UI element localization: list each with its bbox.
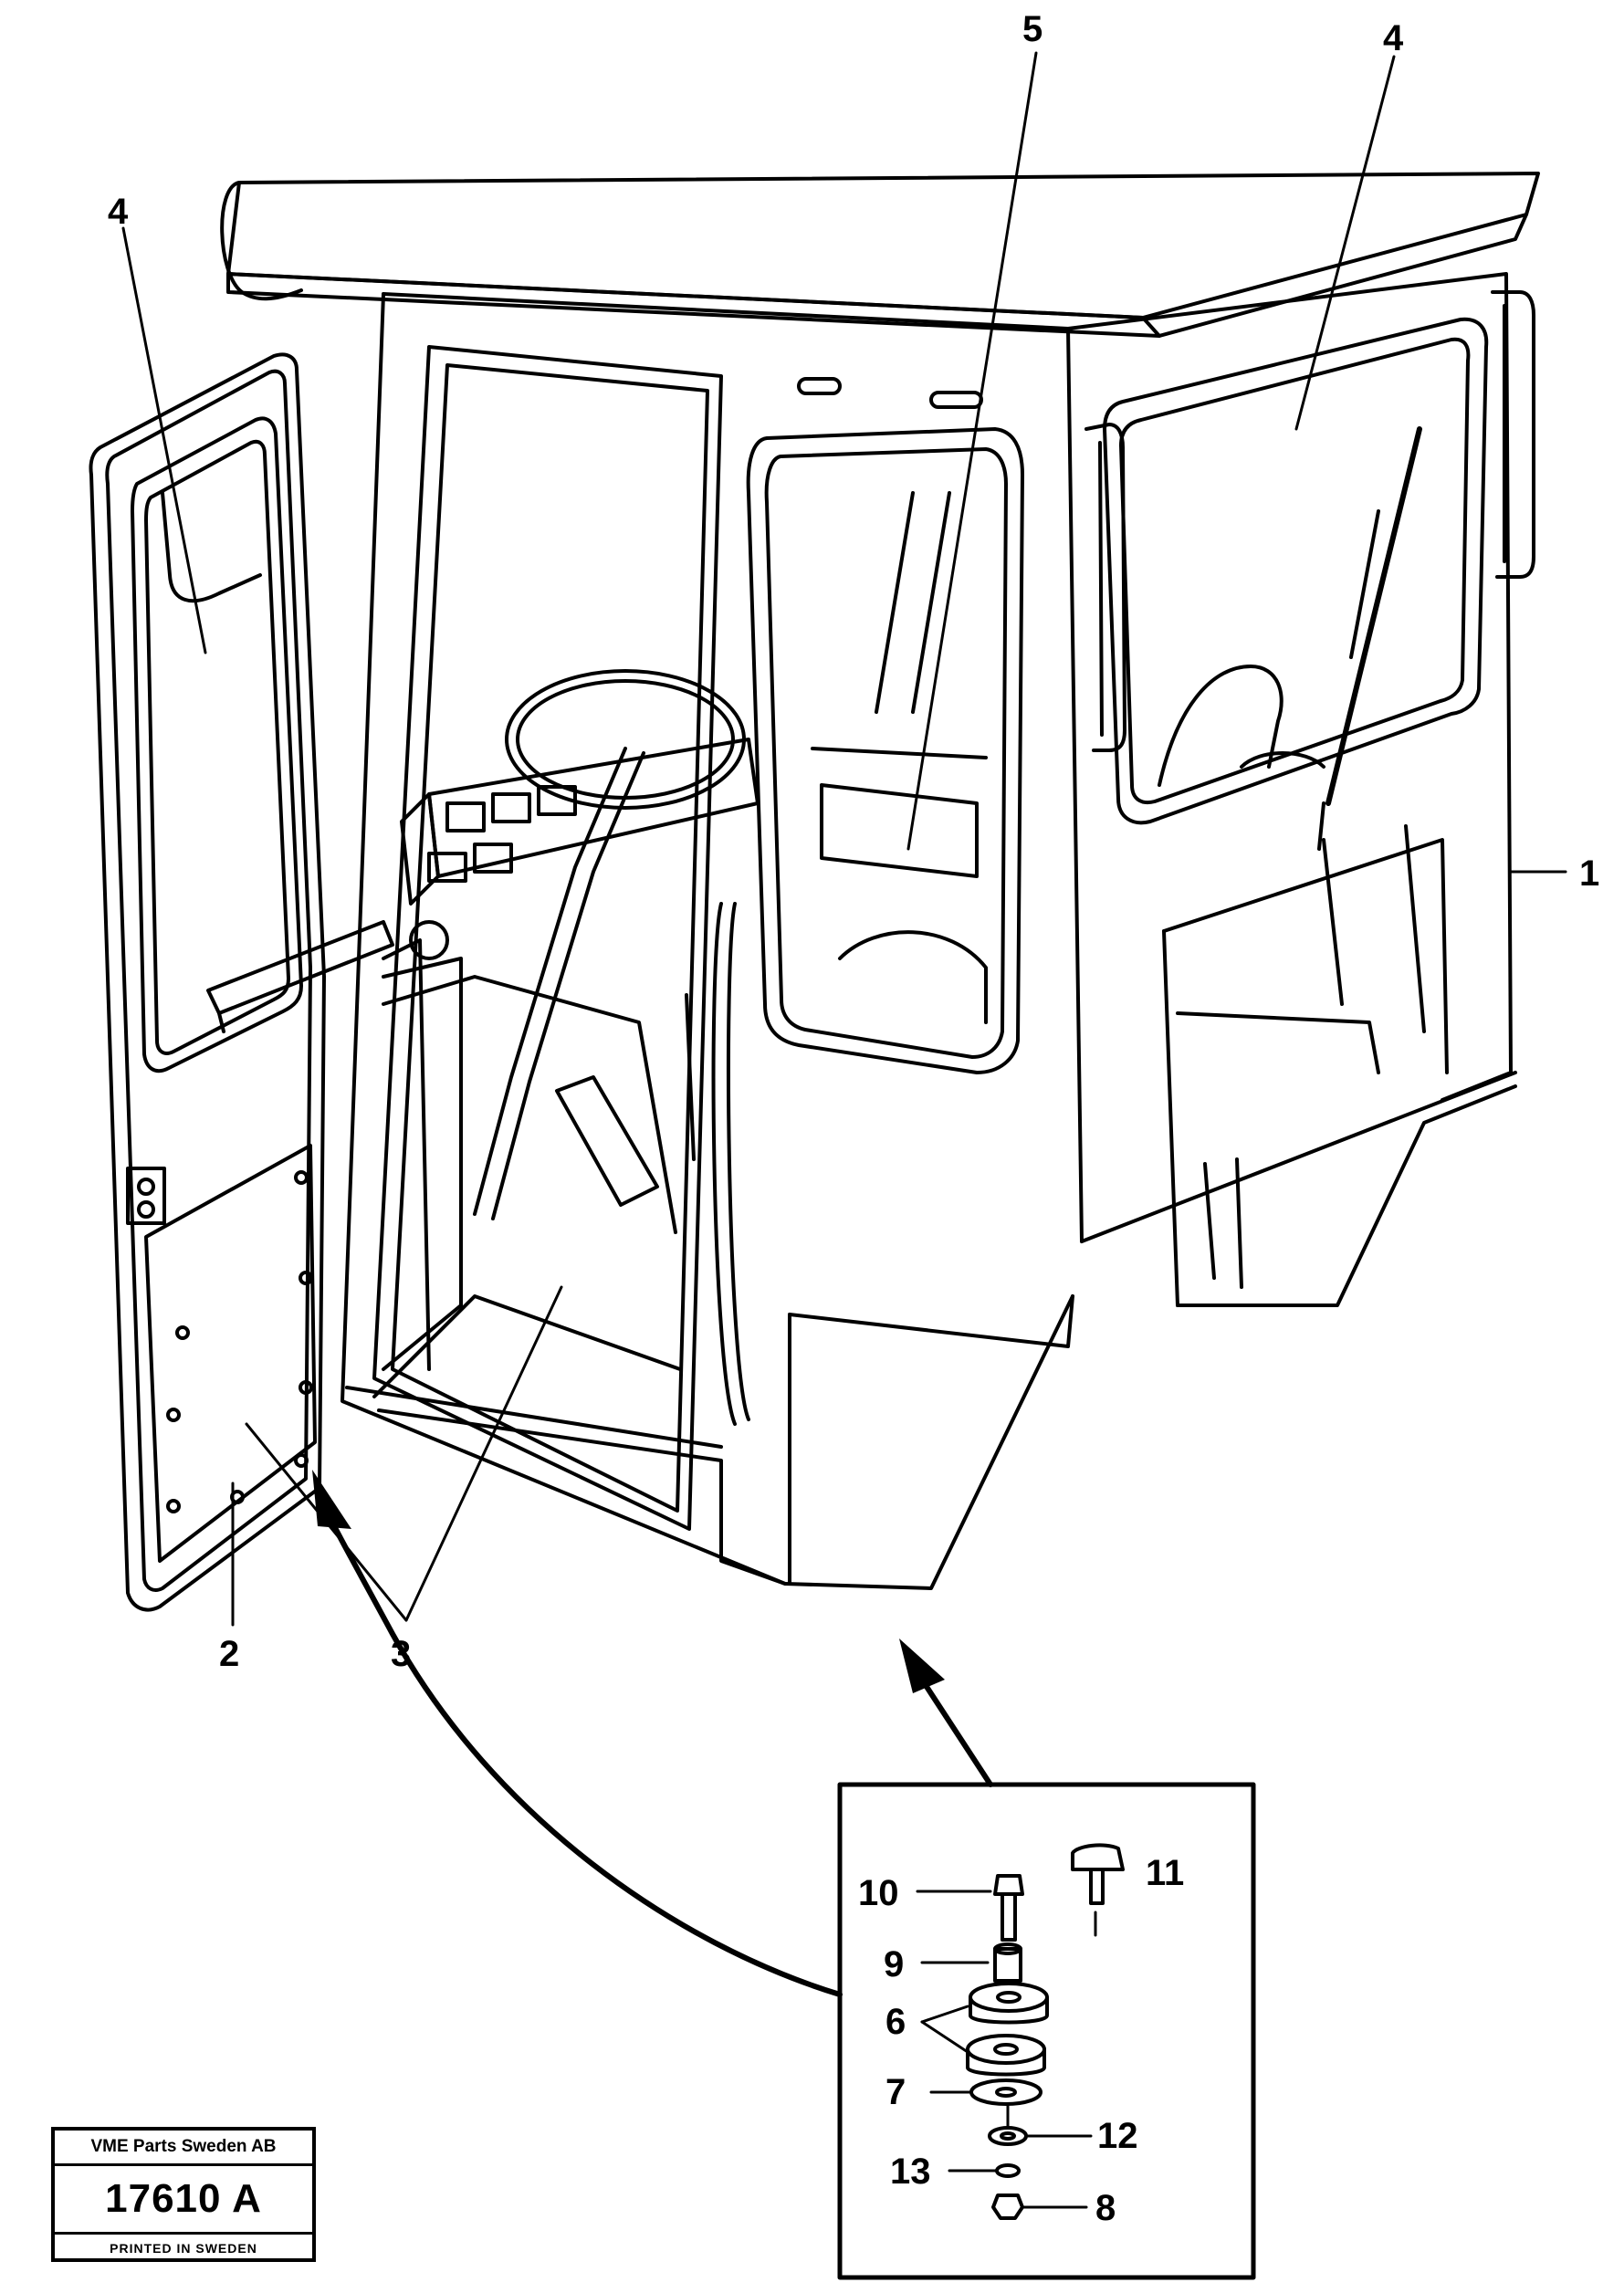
hardware-inset-frame <box>837 1782 1256 2280</box>
stamp-company: VME Parts Sweden AB <box>55 2131 312 2166</box>
rear-window <box>1103 317 1489 851</box>
callout-4-right: 4 <box>1383 18 1404 58</box>
callout-1: 1 <box>1579 853 1599 894</box>
arrow-inset-to-base <box>919 1677 993 1787</box>
callout-12: 12 <box>1097 2116 1138 2156</box>
callout-5: 5 <box>1022 9 1043 49</box>
callout-6: 6 <box>885 2002 906 2042</box>
stamp-printed: PRINTED IN SWEDEN <box>110 2241 257 2256</box>
callout-labels: 5 4 4 1 2 3 10 11 9 6 7 12 13 8 <box>108 9 1599 2228</box>
callout-11: 11 <box>1146 1853 1184 1893</box>
callout-7: 7 <box>885 2072 906 2112</box>
callout-4-left: 4 <box>108 192 129 232</box>
leader-lines <box>121 51 1567 1627</box>
roof <box>220 172 1540 338</box>
callout-9: 9 <box>884 1944 904 1984</box>
arrow-inset-to-door <box>326 1513 843 1997</box>
door <box>89 352 394 1612</box>
callout-13: 13 <box>890 2152 931 2192</box>
stamp-drawing-number: 17610 A <box>55 2166 312 2235</box>
callout-10: 10 <box>858 1873 899 1913</box>
dashboard-and-steering <box>382 669 760 1371</box>
cab-body <box>341 272 1517 1590</box>
hardware-inset <box>916 1843 1125 2220</box>
lower-body <box>1162 824 1517 1307</box>
side-window <box>746 427 1024 1074</box>
drawing-stamp: VME Parts Sweden AB 17610 A PRINTED IN S… <box>51 2127 316 2262</box>
callout-3: 3 <box>391 1634 411 1674</box>
callout-8: 8 <box>1095 2188 1116 2228</box>
callout-2: 2 <box>219 1634 239 1674</box>
